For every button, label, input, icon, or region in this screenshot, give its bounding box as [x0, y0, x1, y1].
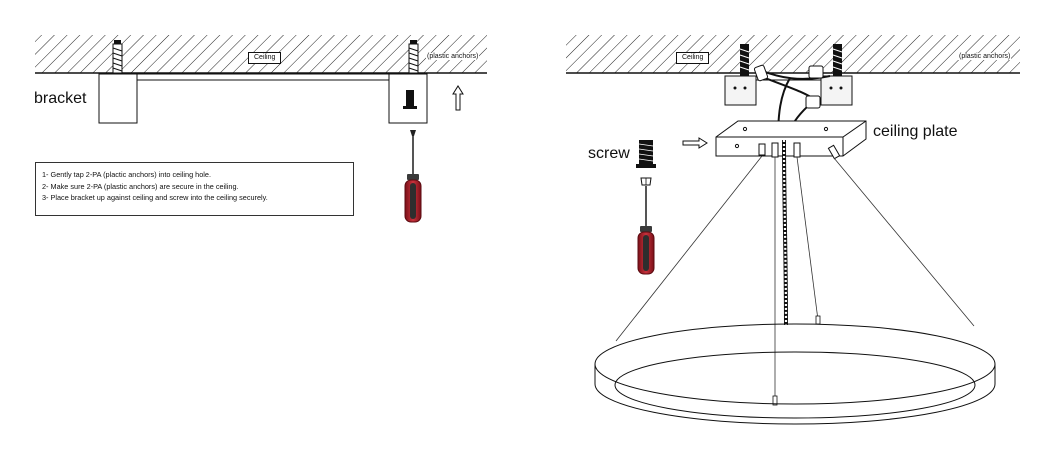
right-anchor-label: (plastic anchors) [958, 53, 1012, 60]
right-plastic-anchor-1 [739, 44, 750, 78]
bracket [98, 73, 428, 124]
ceiling-plate [715, 120, 867, 157]
right-bracket [724, 75, 853, 106]
left-screwdriver [404, 130, 422, 223]
instruction-step-2: 2- Make sure 2-PA (plastic anchors) are … [42, 181, 239, 191]
screw-label: screw [588, 145, 630, 162]
up-arrow-icon [452, 85, 464, 111]
instruction-step-3: 3- Place bracket up against ceiling and … [42, 193, 268, 202]
left-plastic-anchor-2 [408, 40, 419, 74]
bracket-label: bracket [34, 90, 87, 107]
ring-light [594, 323, 996, 425]
screw-icon [636, 140, 656, 186]
right-ceiling [566, 35, 1020, 74]
left-ceiling-label: Ceiling [248, 52, 282, 64]
instruction-step-1: 1- Gently tap 2-PA (plactic anchors) int… [42, 170, 211, 179]
left-bracket-screw [403, 90, 417, 109]
left-anchor-label: (plastic anchors) [426, 53, 480, 60]
right-plastic-anchor-2 [832, 44, 843, 78]
right-screwdriver [637, 186, 655, 275]
suspension-cables [615, 155, 975, 406]
instructions-box: 1- Gently tap 2-PA (plactic anchors) int… [35, 162, 354, 216]
power-cable [782, 139, 788, 326]
right-ceiling-label: Ceiling [676, 52, 710, 64]
left-plastic-anchor-1 [112, 40, 123, 74]
ceiling-plate-label: ceiling plate [873, 123, 958, 140]
right-arrow-icon [682, 137, 708, 149]
